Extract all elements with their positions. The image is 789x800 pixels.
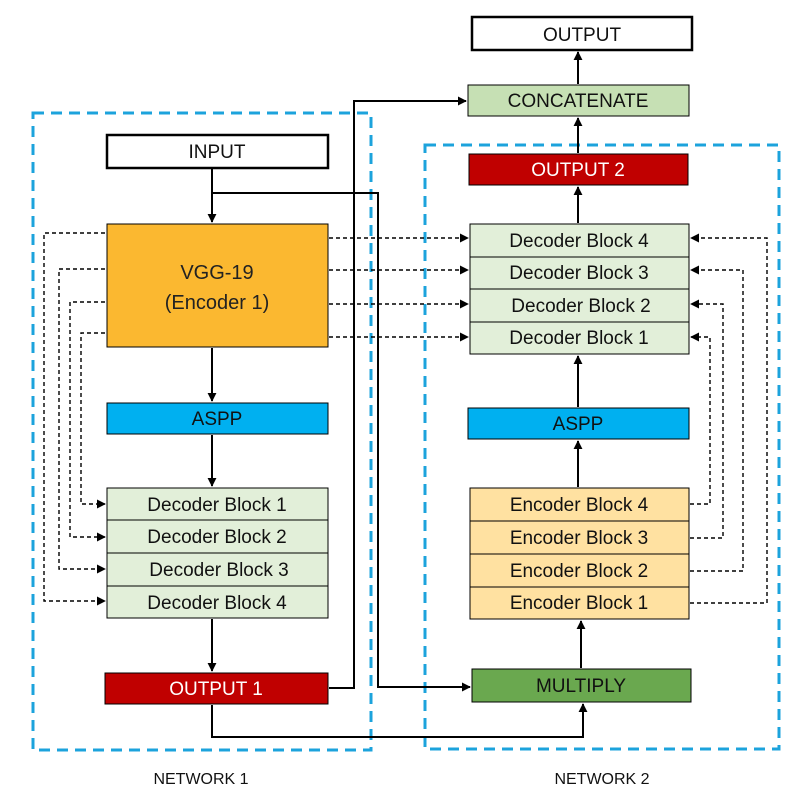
network1-frame (31, 111, 373, 752)
output1-box: OUTPUT 1 (104, 672, 329, 705)
skip-n1-d (80, 332, 106, 509)
multiply-label: MULTIPLY (536, 676, 626, 697)
skip-n2-b (690, 265, 744, 572)
encoder1-subtitle: (Encoder 1) (165, 292, 270, 314)
n2-encoder-block-1: Encoder Block 1 (510, 593, 648, 614)
skip-connections (43, 232, 768, 606)
n1-decoder-block-3: Decoder Block 3 (149, 560, 288, 581)
arrow-output1-to-multiply (211, 703, 588, 738)
n2-decoder-block-2: Decoder Block 2 (511, 296, 650, 317)
output-label: OUTPUT (543, 25, 622, 46)
skip-n1-c (69, 301, 106, 542)
arrow-input-to-multiply (212, 192, 471, 692)
skip-n1-a (43, 232, 106, 606)
aspp2-box: ASPP (467, 407, 690, 440)
output-box: OUTPUT (470, 15, 694, 52)
n1-decoder-block-4: Decoder Block 4 (147, 593, 287, 614)
input-box: INPUT (105, 133, 330, 170)
n1-decoder-block-1: Decoder Block 1 (147, 495, 286, 516)
concatenate-label: CONCATENATE (508, 91, 649, 112)
n2-encoder-block-2: Encoder Block 2 (510, 561, 648, 582)
skip-n1-b (58, 268, 106, 574)
n2-decoder-stack: Decoder Block 4 Decoder Block 3 Decoder … (469, 223, 690, 355)
multiply-box: MULTIPLY (471, 668, 692, 703)
aspp1-label: ASPP (192, 409, 243, 430)
solid-arrows (207, 51, 588, 738)
n2-encoder-block-3: Encoder Block 3 (510, 528, 648, 549)
skip-n2-a (690, 233, 768, 604)
output2-box: OUTPUT 2 (468, 153, 689, 186)
encoder1-title: VGG-19 (180, 262, 253, 284)
n2-encoder-block-4: Encoder Block 4 (510, 495, 649, 516)
skip-n2-c (690, 299, 724, 539)
aspp2-label: ASPP (553, 414, 604, 435)
n2-decoder-block-4: Decoder Block 4 (509, 231, 649, 252)
input-label: INPUT (189, 142, 246, 163)
n2-decoder-block-3: Decoder Block 3 (509, 263, 648, 284)
skip-n2-d (690, 332, 711, 505)
n2-decoder-block-1: Decoder Block 1 (509, 328, 648, 349)
aspp1-box: ASPP (106, 402, 329, 435)
output2-label: OUTPUT 2 (531, 160, 625, 181)
network1-caption: NETWORK 1 (153, 771, 248, 788)
network2-caption: NETWORK 2 (554, 771, 649, 788)
concatenate-box: CONCATENATE (467, 84, 690, 117)
output1-label: OUTPUT 1 (169, 679, 263, 700)
n1-decoder-stack: Decoder Block 1 Decoder Block 2 Decoder … (106, 487, 329, 619)
network2-frame (423, 143, 781, 751)
arrow-output1-to-concatenate (329, 96, 467, 689)
n1-decoder-block-2: Decoder Block 2 (147, 527, 286, 548)
vgg19-encoder1-box: VGG-19 (Encoder 1) (106, 223, 329, 348)
n2-encoder-stack: Encoder Block 4 Encoder Block 3 Encoder … (469, 487, 690, 620)
